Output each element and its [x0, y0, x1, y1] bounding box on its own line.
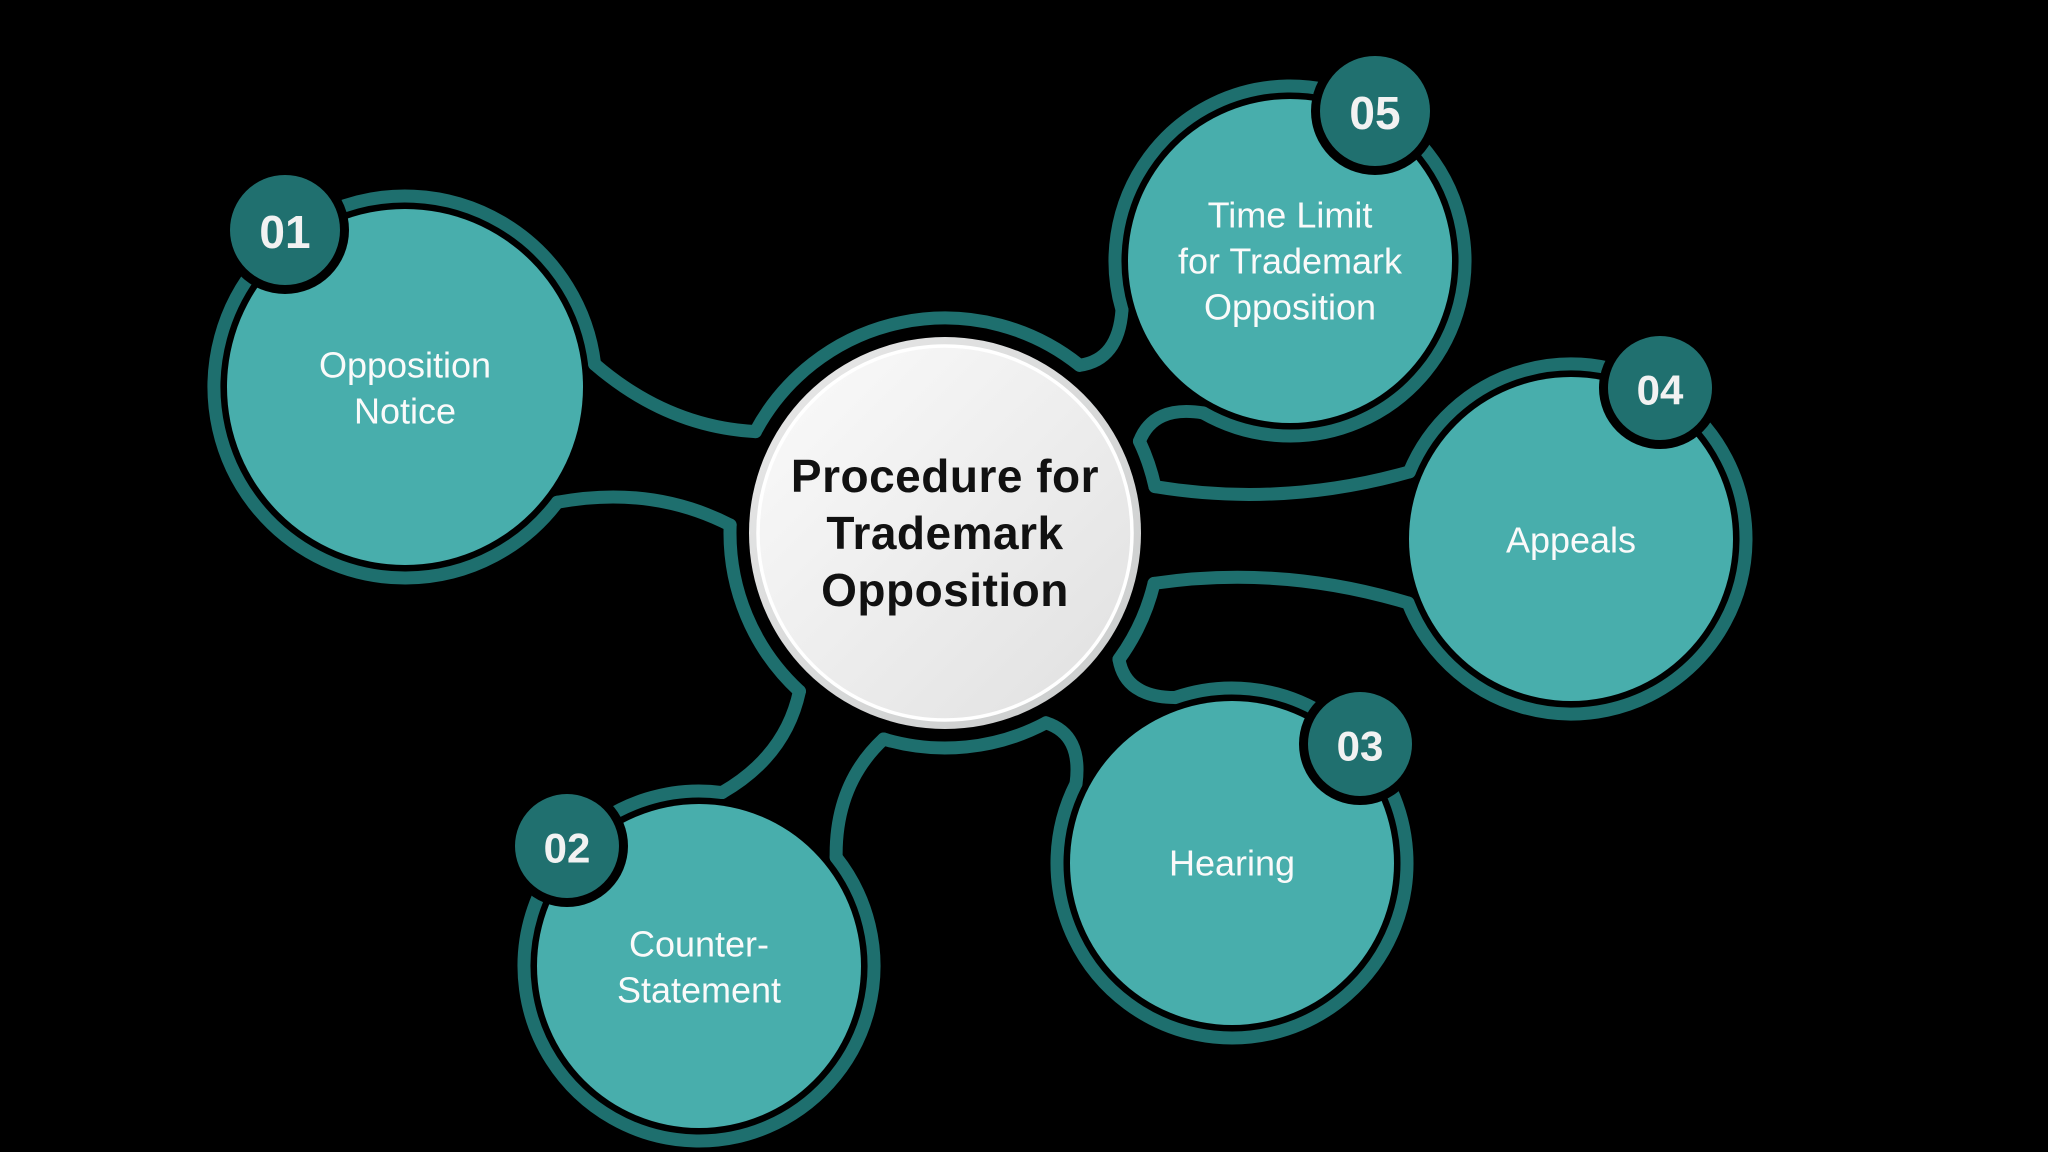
badge-03-circle — [1308, 692, 1412, 796]
node-05-label-line-2: for Trademark — [1178, 241, 1403, 282]
connector-layer — [207, 79, 1753, 1148]
node-01-label-line-2: Notice — [354, 391, 456, 432]
node-01-ring — [207, 189, 602, 585]
badge-04-circle — [1608, 336, 1712, 440]
node-appeals: Appeals 04 — [1409, 327, 1733, 701]
connector-02-line-1 — [829, 732, 891, 864]
node-hearing: Hearing 03 — [1070, 683, 1421, 1025]
node-05-circle — [1128, 99, 1452, 423]
node-05-ring — [1108, 79, 1472, 443]
node-02-label-line-2: Statement — [617, 970, 781, 1011]
node-01-circle — [227, 209, 583, 565]
center-hub: Procedure for Trademark Opposition — [749, 337, 1141, 729]
node-04-circle — [1409, 377, 1733, 701]
node-04-label-line-1: Appeals — [1506, 520, 1636, 561]
connector-05-line-1 — [1073, 303, 1129, 372]
connector-01-line-1 — [550, 490, 737, 532]
badge-04-number: 04 — [1637, 367, 1684, 414]
center-ring-segment-4 — [748, 311, 1087, 439]
node-counter-statement: Counter- Statement 02 — [506, 785, 861, 1128]
node-05-label-line-3: Opposition — [1204, 287, 1376, 328]
node-02-label-line-1: Counter- — [629, 924, 769, 965]
center-circle — [756, 344, 1134, 722]
badge-05-circle — [1320, 56, 1430, 166]
connector-02-line-2 — [715, 684, 806, 800]
center-ring-segment-5 — [1132, 434, 1162, 494]
node-04-ring — [1401, 357, 1753, 721]
badge-01-circle — [230, 175, 340, 285]
connector-01-line-2 — [588, 357, 762, 439]
badge-02-number: 02 — [544, 825, 591, 872]
node-opposition-notice: Opposition Notice 01 — [221, 166, 583, 565]
badge-05-number: 05 — [1349, 87, 1400, 139]
connector-04-line-1 — [1148, 465, 1416, 501]
connector-04-line-2 — [1147, 570, 1415, 610]
node-05-label-line-1: Time Limit — [1208, 195, 1373, 236]
connector-05-line-2 — [1132, 404, 1210, 448]
badge-03-number: 03 — [1337, 723, 1384, 770]
node-02-circle — [537, 804, 861, 1128]
center-ring-segment-3 — [723, 518, 806, 698]
connector-03-line-1 — [1112, 652, 1182, 705]
center-label-line-3: Opposition — [821, 564, 1069, 616]
node-01-label-line-1: Opposition — [319, 345, 491, 386]
badge-02-circle — [515, 794, 619, 898]
center-label-line-1: Procedure for — [791, 450, 1099, 502]
center-label-line-2: Trademark — [826, 507, 1063, 559]
center-ring-segment-1 — [1112, 576, 1161, 666]
badge-01-number: 01 — [259, 206, 310, 258]
node-03-label-line-1: Hearing — [1169, 843, 1295, 884]
center-ring-segment-2 — [877, 716, 1053, 755]
connector-03-line-2 — [1039, 716, 1084, 791]
node-time-limit: Time Limit for Trademark Opposition 05 — [1128, 47, 1452, 423]
